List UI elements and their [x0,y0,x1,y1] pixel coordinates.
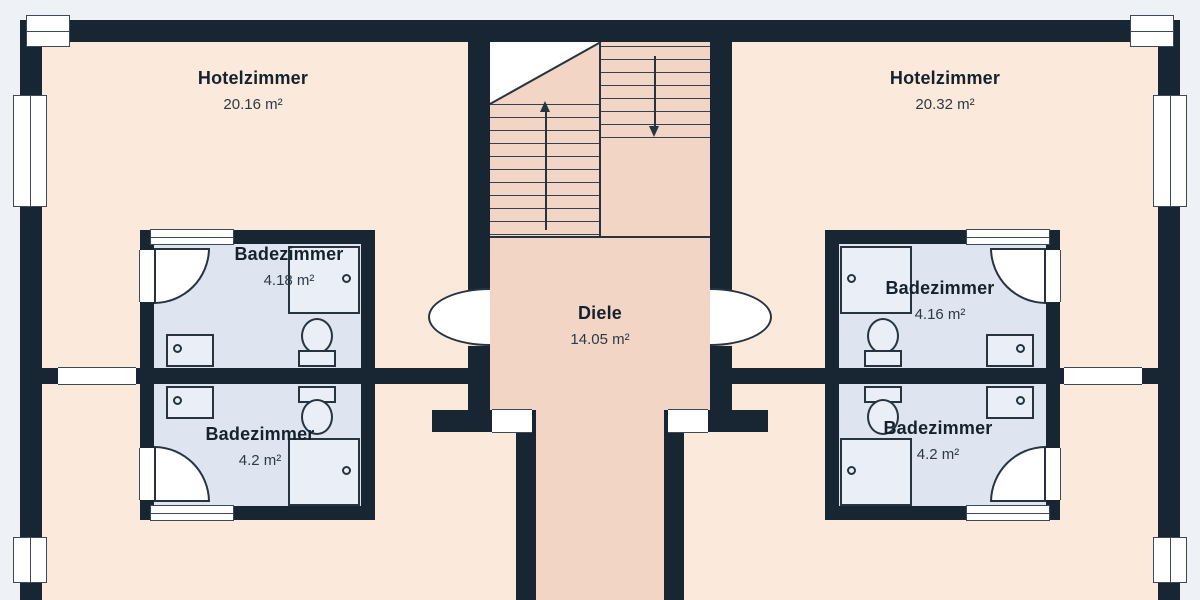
stair-down-arrow-icon [649,126,659,137]
window-top-left [26,15,70,47]
sink [166,386,214,419]
sink [166,334,214,367]
lower-left-room-floor [490,432,516,600]
opening-divider-right [1064,367,1142,385]
room-label-bath-right-bottom: Badezimmer 4.2 m² [828,418,1048,463]
room-area: 14.05 m² [570,331,630,348]
room-label-hotel-left: Hotelzimmer 20.16 m² [143,68,363,113]
shower-drain-icon [847,466,856,475]
toilet-tank [864,350,902,367]
room-label-hall: Diele 14.05 m² [490,303,710,348]
stair-divider-line [599,42,601,238]
wall-hall-left-upper [468,42,490,290]
sink-faucet-icon [1016,344,1025,353]
room-area: 4.2 m² [238,452,282,469]
toilet-bowl [867,318,899,354]
stair-bottom-line [490,236,710,238]
room-name: Diele [577,303,623,323]
window-left-lower [13,537,47,583]
window-right-upper [1153,95,1187,207]
room-area: 4.16 m² [914,306,966,323]
room-area: 20.16 m² [223,96,283,113]
bath-right-bottom-glass [966,505,1050,521]
door-gap-bath-left-top [139,250,155,302]
bath-left-bottom-glass [150,505,234,521]
sink-faucet-icon [173,344,182,353]
door-swing-mask-right [646,285,710,349]
sink [986,386,1034,419]
wall-top [20,20,1180,42]
bath-right-wall-left [825,230,839,520]
wall-hall-right-upper [710,42,732,290]
wall-corridor-left [516,432,536,600]
opening-stub-left [492,409,532,433]
opening-stub-right [668,409,708,433]
toilet-bowl [301,318,333,354]
room-name: Badezimmer [885,278,995,298]
shower [288,246,360,314]
shower-drain-icon [847,274,856,283]
toilet-tank [298,350,336,367]
bath-left-top-glass [150,229,234,245]
door-swing-mask-left [490,285,554,349]
sink [986,334,1034,367]
toilet-bowl [867,399,899,435]
room-label-bath-left-bottom: Badezimmer 4.2 m² [150,424,370,469]
toilet-bowl [301,399,333,435]
room-label-hotel-right: Hotelzimmer 20.32 m² [835,68,1055,113]
shower-drain-icon [342,274,351,283]
bath-right-wall-right [1046,230,1060,520]
stair-down-arrow-line [654,56,656,128]
shower [840,246,912,314]
room-area: 4.2 m² [916,446,960,463]
shower [840,438,912,506]
room-area: 20.32 m² [915,96,975,113]
window-top-right [1130,15,1174,47]
room-label-bath-right-top: Badezimmer 4.16 m² [830,278,1050,323]
room-name: Badezimmer [205,424,315,444]
room-name: Badezimmer [883,418,993,438]
bath-left-wall-left [140,230,154,520]
room-area: 4.18 m² [263,272,315,289]
sink-faucet-icon [173,396,182,405]
window-right-lower [1153,537,1187,583]
stair-up-arrow-line [545,112,547,230]
window-left-upper [13,95,47,207]
lower-right-room-floor [684,432,710,600]
bath-left-wall-right [361,230,375,520]
shower [288,438,360,506]
room-name: Hotelzimmer [197,68,309,88]
sink-faucet-icon [1016,396,1025,405]
wall-corridor-right [664,432,684,600]
opening-divider-left [58,367,136,385]
bath-right-top-glass [966,229,1050,245]
room-name: Badezimmer [234,244,344,264]
stair-up-arrow-icon [540,101,550,112]
room-name: Hotelzimmer [889,68,1001,88]
room-label-bath-left-top: Badezimmer 4.18 m² [179,244,399,289]
shower-drain-icon [342,466,351,475]
